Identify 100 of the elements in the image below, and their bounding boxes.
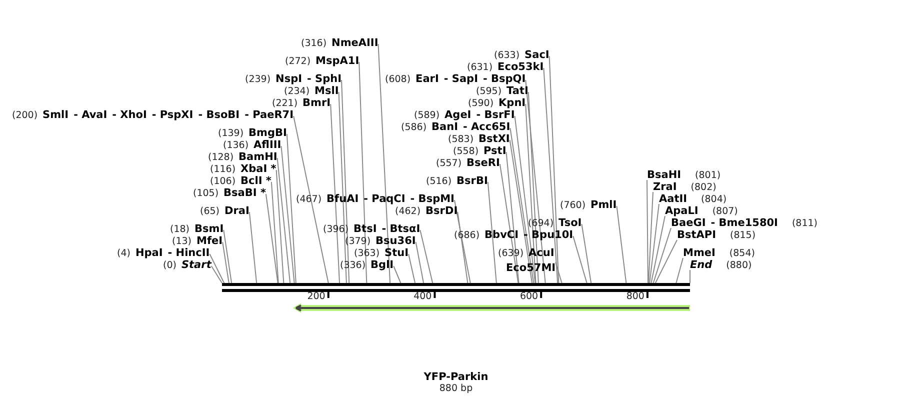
enzyme-name: - PaqCI bbox=[364, 193, 406, 205]
enzyme-name: BstXI bbox=[478, 133, 510, 145]
enzyme-name: BsrBI bbox=[456, 175, 488, 187]
enzyme-name: PstI bbox=[484, 145, 506, 157]
enzyme-name: AatII bbox=[659, 193, 688, 205]
enzyme-name: BaeGI bbox=[671, 217, 706, 229]
enzyme-name: - Acc65I bbox=[463, 121, 510, 133]
enzyme-name: MmeI bbox=[683, 247, 716, 259]
position-number: (272) bbox=[285, 56, 311, 67]
enzyme-name: BsrDI bbox=[426, 205, 458, 217]
enzyme-name: - BtsαI bbox=[382, 223, 420, 235]
position-number: (462) bbox=[395, 206, 421, 217]
leader-line bbox=[265, 194, 278, 284]
enzyme-name: DraI bbox=[224, 205, 250, 217]
enzyme-name: AflIII bbox=[254, 139, 282, 151]
enzyme-name: BmgBI bbox=[248, 127, 287, 139]
leader-line bbox=[548, 56, 560, 284]
position-number: (396) bbox=[323, 224, 349, 235]
enzyme-name: - XhoI bbox=[112, 109, 147, 121]
position-number: (136) bbox=[223, 140, 249, 151]
leader-line bbox=[276, 170, 284, 284]
leader-line bbox=[286, 134, 296, 284]
leader-line bbox=[338, 92, 347, 284]
enzyme-name: BsaHI bbox=[647, 169, 682, 181]
position-number: (13) bbox=[172, 236, 192, 247]
enzyme-name: SacI bbox=[524, 49, 550, 61]
leader-line bbox=[293, 116, 329, 284]
position-number: (811) bbox=[792, 218, 818, 229]
enzyme-name: KpnI bbox=[498, 97, 526, 109]
position-number: (18) bbox=[170, 224, 190, 235]
enzyme-name: MspA1I bbox=[316, 55, 360, 67]
enzyme-name: BtsI bbox=[354, 223, 377, 235]
leader-line bbox=[222, 242, 230, 284]
enzyme-name: BsmI bbox=[194, 223, 224, 235]
enzyme-name: SmlI bbox=[42, 109, 69, 121]
enzyme-name: - BsoBI bbox=[198, 109, 240, 121]
enzyme-name: ZraI bbox=[653, 181, 677, 193]
leader-line bbox=[525, 80, 546, 284]
position-number: (590) bbox=[468, 98, 494, 109]
leader-line bbox=[276, 158, 291, 284]
position-number: (363) bbox=[354, 248, 380, 259]
position-number: (516) bbox=[426, 176, 452, 187]
leader-line bbox=[649, 204, 660, 284]
position-number: (586) bbox=[401, 122, 427, 133]
position-number: (807) bbox=[712, 206, 738, 217]
position-number: (595) bbox=[476, 86, 502, 97]
position-number: (234) bbox=[284, 86, 310, 97]
enzyme-name: BamHI bbox=[238, 151, 278, 163]
enzyme-name: TsoI bbox=[558, 217, 582, 229]
leader-line bbox=[280, 146, 295, 284]
tick-label: 200 bbox=[306, 291, 326, 303]
enzyme-name: BfuAI bbox=[326, 193, 359, 205]
enzyme-name: EarI bbox=[416, 73, 439, 85]
leader-line bbox=[648, 192, 654, 284]
leader-line bbox=[650, 216, 666, 284]
leader-line bbox=[652, 228, 672, 284]
leader-line bbox=[506, 152, 520, 284]
leader-line bbox=[499, 164, 519, 284]
enzyme-name: Eco53kI bbox=[498, 61, 544, 73]
leader-line bbox=[393, 266, 402, 284]
enzyme-name: BsaBI * bbox=[224, 187, 266, 199]
position-number: (65) bbox=[200, 206, 220, 217]
position-number: (128) bbox=[208, 152, 234, 163]
position-number: (0) bbox=[163, 260, 176, 271]
leader-line bbox=[525, 104, 536, 284]
sequence-length: 880 bp bbox=[439, 383, 473, 395]
position-number: (815) bbox=[730, 230, 756, 241]
position-number: (139) bbox=[218, 128, 244, 139]
leader-line bbox=[223, 230, 232, 284]
enzyme-name: ApaLI bbox=[665, 205, 698, 217]
position-number: (760) bbox=[560, 200, 586, 211]
leader-line bbox=[572, 236, 588, 284]
leader-line bbox=[358, 62, 368, 284]
position-number: (686) bbox=[454, 230, 480, 241]
position-number: (804) bbox=[701, 194, 727, 205]
enzyme-name: Bsu36I bbox=[376, 235, 416, 247]
enzyme-name: BclI * bbox=[240, 175, 272, 187]
enzyme-name: BmrI bbox=[302, 97, 331, 109]
position-number: (467) bbox=[296, 194, 322, 205]
enzyme-name: MslI bbox=[314, 85, 339, 97]
position-number: (4) bbox=[117, 248, 130, 259]
position-number: (880) bbox=[726, 260, 752, 271]
enzyme-name: - SapI bbox=[444, 73, 478, 85]
enzyme-name: NspI bbox=[276, 73, 302, 85]
enzyme-name: BseRI bbox=[466, 157, 500, 169]
leader-line bbox=[270, 182, 279, 284]
leader-line bbox=[654, 240, 678, 284]
leader-line bbox=[209, 254, 225, 284]
position-number: (221) bbox=[272, 98, 298, 109]
position-number: (589) bbox=[414, 110, 440, 121]
position-number: (854) bbox=[729, 248, 755, 259]
enzyme-name: HpaI bbox=[135, 247, 163, 259]
enzyme-name: - Bme1580I bbox=[710, 217, 778, 229]
position-number: (639) bbox=[498, 248, 524, 259]
position-number: (694) bbox=[528, 218, 554, 229]
map-title: YFP-Parkin bbox=[424, 371, 488, 383]
position-number: (801) bbox=[695, 170, 721, 181]
position-number: (116) bbox=[210, 164, 236, 175]
leader-line bbox=[616, 206, 627, 284]
position-number: (558) bbox=[453, 146, 479, 157]
